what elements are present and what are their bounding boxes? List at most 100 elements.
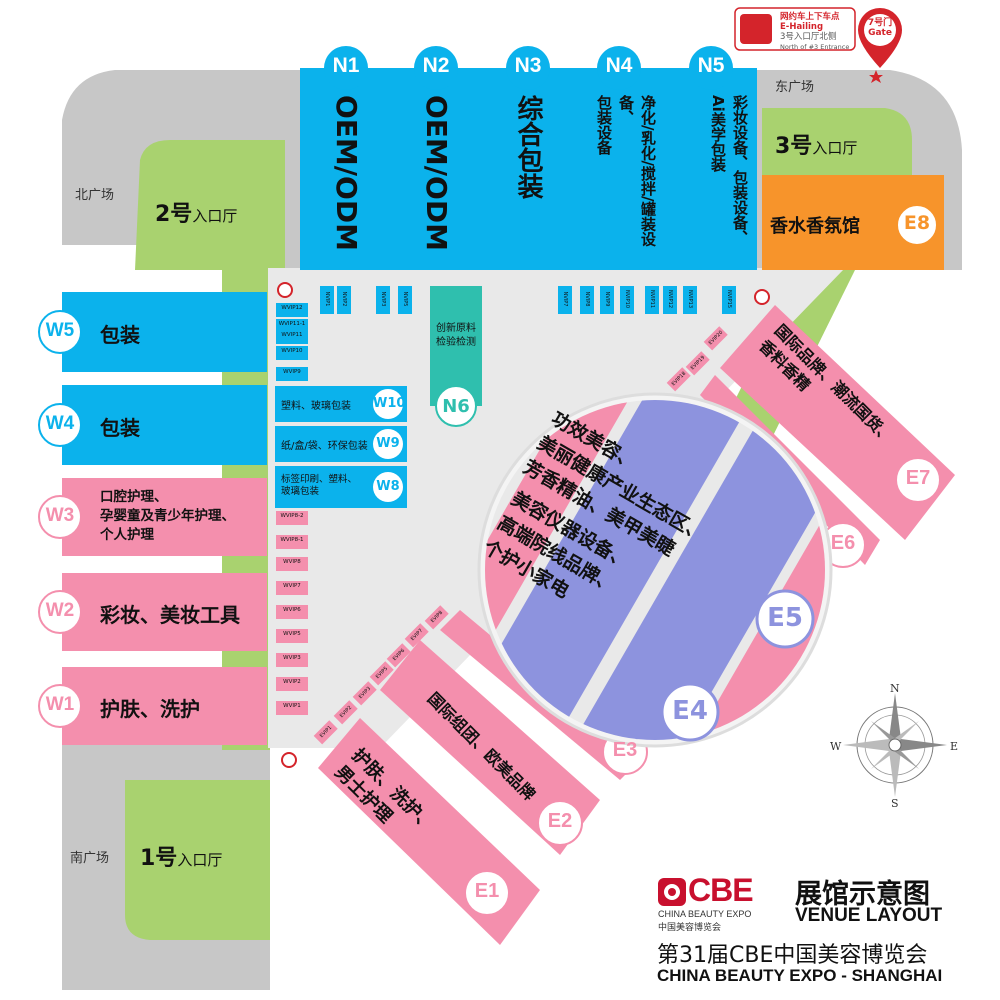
hall-e8-code: E8 xyxy=(903,212,931,234)
entrance-1-text: 入口厅 xyxy=(177,851,223,869)
vip-room[interactable] xyxy=(320,286,334,314)
entrance-2-area xyxy=(135,140,285,270)
vip-room[interactable] xyxy=(558,286,572,314)
hall-e3-code: E3 xyxy=(612,739,638,761)
vip-room[interactable] xyxy=(376,286,390,314)
hall-w1[interactable] xyxy=(62,667,267,745)
hall-n4-code: N4 xyxy=(605,54,633,77)
vip-room[interactable] xyxy=(276,346,308,360)
hall-w8-line1: 标签印刷、塑料、 xyxy=(281,474,358,485)
vip-room[interactable] xyxy=(352,681,377,706)
hall-w3-code: W3 xyxy=(45,505,75,526)
hall-w3[interactable] xyxy=(62,478,267,556)
vip-room[interactable] xyxy=(398,286,412,314)
west-halls xyxy=(38,292,267,745)
vip-room[interactable] xyxy=(703,326,728,351)
vip-room[interactable] xyxy=(276,557,308,571)
vip-room[interactable] xyxy=(276,511,308,525)
compass-rose xyxy=(843,693,947,797)
brand-sub-en: CHINA BEAUTY EXPO xyxy=(658,909,752,919)
vip-room[interactable] xyxy=(404,623,429,648)
hall-e6-zoom[interactable] xyxy=(404,321,659,711)
vip-room[interactable] xyxy=(276,701,308,715)
vip-room[interactable] xyxy=(276,629,308,643)
hall-w4[interactable] xyxy=(62,385,267,465)
hall-e7-code: E7 xyxy=(905,467,931,489)
hall-e2[interactable] xyxy=(380,640,600,855)
vip-room[interactable] xyxy=(424,605,449,630)
vip-room[interactable] xyxy=(580,286,594,314)
venue-title-en: VENUE LAYOUT xyxy=(795,905,943,926)
vip-room[interactable] xyxy=(722,286,736,314)
vip-room[interactable] xyxy=(666,367,691,392)
vip-room[interactable] xyxy=(663,286,677,314)
hall-e3-zoom[interactable] xyxy=(646,461,908,855)
hall-w8-code: W8 xyxy=(376,479,400,494)
compass-w: W xyxy=(830,740,842,753)
hall-n6-line1: 创新原料 xyxy=(436,323,476,334)
vip-room-label: WVIP11-1 xyxy=(278,321,306,327)
hall-w9-label: 纸/盒/袋、环保包装 xyxy=(281,441,368,452)
hall-e5-zoom[interactable] xyxy=(555,408,847,820)
vip-room-label: NVIP1 xyxy=(324,291,330,307)
bus-icon xyxy=(277,282,293,298)
vip-rooms xyxy=(276,286,736,745)
vip-room-label: NVIP9 xyxy=(604,291,610,307)
vip-room[interactable] xyxy=(369,661,394,686)
vip-room-label: WVIP7 xyxy=(283,583,301,589)
vip-room[interactable] xyxy=(276,653,308,667)
vip-room[interactable] xyxy=(276,581,308,595)
hall-n1[interactable] xyxy=(300,68,392,270)
taxi-notice-text: 网约车上下车点 E-Hailing 3号入口厅北侧 North of #3 En… xyxy=(780,12,858,52)
bus-icon xyxy=(754,289,770,305)
vip-room[interactable] xyxy=(685,351,710,376)
vip-room-label: WVIP8 xyxy=(283,559,301,565)
vip-room[interactable] xyxy=(276,605,308,619)
vip-room[interactable] xyxy=(276,319,308,333)
hall-e2-badge xyxy=(537,800,583,846)
compass-e: E xyxy=(950,740,959,753)
hall-e4-zoom[interactable] xyxy=(459,353,752,764)
hall-n3-label: 综合包装 xyxy=(513,95,543,199)
vip-room-label: NVIP5 xyxy=(402,291,408,307)
hall-n5[interactable] xyxy=(665,68,757,270)
vip-room[interactable] xyxy=(620,286,634,314)
hall-n2-badge xyxy=(414,46,458,90)
inner-halls xyxy=(275,286,482,508)
hall-e4-code: E4 xyxy=(672,696,708,726)
hall-w1-label: 护肤、洗护 xyxy=(100,697,200,721)
taxi-line2: E-Hailing xyxy=(780,22,824,32)
vip-room-label: NVIP11 xyxy=(649,289,655,308)
vip-room[interactable] xyxy=(276,303,308,317)
vip-room[interactable] xyxy=(683,286,697,314)
entrance-1-area xyxy=(125,780,270,940)
vip-room[interactable] xyxy=(276,535,308,549)
hall-w2[interactable] xyxy=(62,573,267,651)
bus-icon xyxy=(281,752,297,768)
hall-n3-code: N3 xyxy=(514,54,542,77)
hall-w8-line2: 玻璃包装 xyxy=(281,486,320,497)
hall-w4-badge xyxy=(38,403,82,447)
hall-n5-line1: 彩妆设备、包装设备、 xyxy=(731,95,749,245)
vip-room[interactable] xyxy=(276,367,308,381)
hall-n3[interactable] xyxy=(482,68,574,270)
hall-w5-label: 包装 xyxy=(100,323,140,347)
hall-e6-code: E6 xyxy=(830,532,856,554)
hall-n2[interactable] xyxy=(390,68,482,270)
vip-room[interactable] xyxy=(337,286,351,314)
vip-room[interactable] xyxy=(645,286,659,314)
vip-room-label: NVIP8 xyxy=(584,291,590,307)
vip-room[interactable] xyxy=(276,330,308,344)
hall-n4-line1: 净化/乳化/搅拌/罐装设备、 xyxy=(617,95,657,247)
vip-room[interactable] xyxy=(333,700,358,725)
hall-w8-label: 标签印刷、塑料、 玻璃包装 xyxy=(281,474,357,498)
vip-room[interactable] xyxy=(276,677,308,691)
hall-w3-line3: 个人护理 xyxy=(100,527,154,543)
taxi-line4: North of #3 Entrance xyxy=(780,43,850,51)
vip-room[interactable] xyxy=(313,720,338,745)
hall-w5[interactable] xyxy=(62,292,267,372)
vip-room[interactable] xyxy=(386,643,411,668)
vip-room[interactable] xyxy=(600,286,614,314)
hall-n4-label: 净化/乳化/搅拌/罐装设备、包装设备 xyxy=(579,95,659,265)
hall-n4[interactable] xyxy=(573,68,665,270)
